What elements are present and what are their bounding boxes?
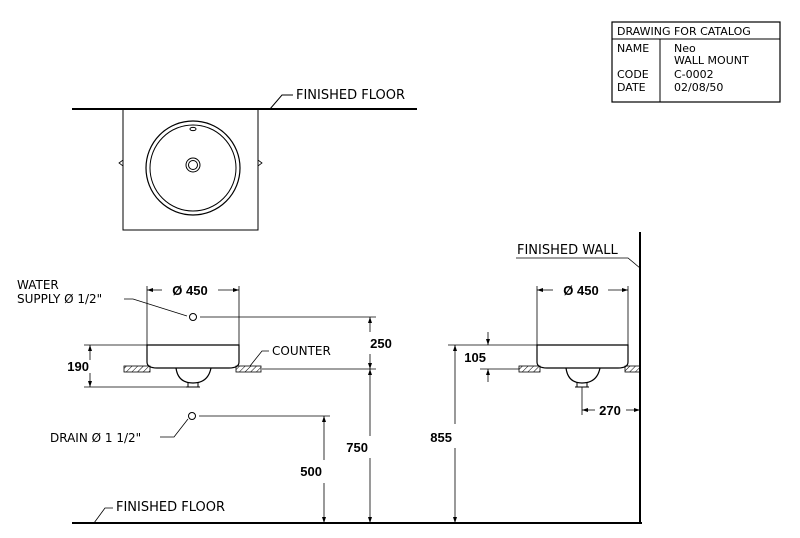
counter-leader (249, 350, 269, 367)
front-counter-right (235, 365, 262, 373)
water-supply-label: WATER (17, 278, 59, 292)
name-value: Neo (674, 42, 696, 55)
water-supply-size-label: SUPPLY Ø 1/2" (17, 292, 102, 306)
side-view: FINISHED WALL Ø 450 105 855 (430, 232, 641, 523)
front-floor-leader (93, 507, 113, 524)
rim-dim-arrows (486, 339, 490, 375)
side-counter-right (624, 365, 641, 373)
front-basin-bowl (175, 367, 212, 384)
plan-basin-inner (149, 124, 237, 212)
finished-wall-leader (516, 257, 641, 269)
name-label: NAME (617, 42, 649, 55)
front-diameter-text: Ø 450 (172, 283, 207, 298)
front-floor-label: FINISHED FLOOR (116, 500, 225, 515)
plan-break-marks (118, 159, 263, 167)
plan-floor-label: FINISHED FLOOR (296, 88, 405, 103)
drain-leader (160, 418, 189, 438)
counter-label: COUNTER (272, 344, 331, 358)
basin-height-text: 190 (67, 359, 89, 374)
plan-drain-inner (188, 160, 198, 170)
plan-drain-outer (185, 157, 201, 173)
plan-view: FINISHED FLOOR (72, 88, 417, 231)
side-counter-left (518, 365, 541, 373)
side-counter-height-text: 855 (430, 430, 452, 445)
finished-wall-label: FINISHED WALL (517, 243, 619, 258)
front-counter-left (123, 365, 151, 373)
drain-from-wall-arrows (582, 408, 640, 412)
side-basin-body (536, 344, 629, 369)
rim-above-counter-text: 105 (464, 350, 486, 365)
drain-point (188, 412, 196, 420)
title-block-frame (611, 21, 781, 103)
title-block: DRAWING FOR CATALOG NAME Neo WALL MOUNT … (611, 21, 781, 103)
front-counter-height-text: 750 (346, 440, 368, 455)
plan-basin-outer (145, 120, 241, 216)
side-basin-bowl (565, 367, 601, 384)
plan-overflow-hole (189, 126, 197, 132)
drain-label: DRAIN Ø 1 1/2" (50, 431, 141, 445)
plan-floor-leader (269, 94, 293, 110)
drain-height-text: 500 (300, 464, 322, 479)
code-value: C-0002 (674, 68, 714, 81)
water-supply-point (189, 313, 197, 321)
code-label: CODE (617, 68, 649, 81)
date-label: DATE (617, 81, 646, 94)
title-block-heading: DRAWING FOR CATALOG (617, 25, 751, 38)
drain-from-wall-text: 270 (599, 403, 621, 418)
side-diameter-text: Ø 450 (563, 283, 598, 298)
front-basin-body (146, 344, 240, 369)
name-value-mount: WALL MOUNT (674, 54, 749, 67)
plan-counter-outline (122, 109, 259, 231)
date-value: 02/08/50 (674, 81, 723, 94)
front-view: Ø 450 WATER SUPPLY Ø 1/2" COUNTER 190 25… (17, 278, 642, 524)
water-supply-leader (124, 298, 188, 317)
supply-above-counter-text: 250 (370, 336, 392, 351)
